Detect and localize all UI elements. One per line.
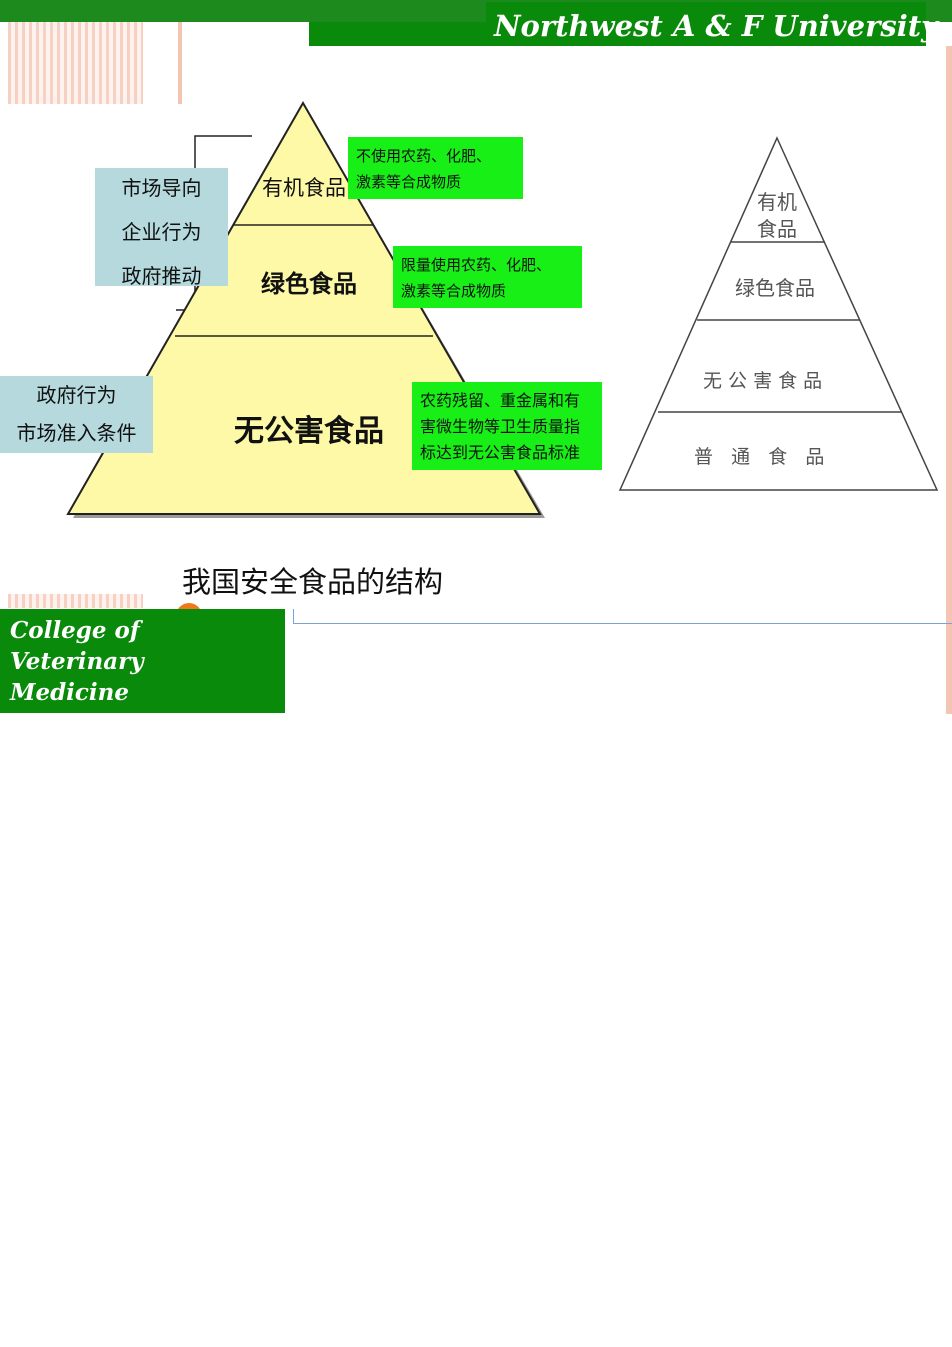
decorative-right-rule <box>946 46 952 714</box>
driver-market-access: 市场准入条件 <box>16 421 137 445</box>
tier-label-organic: 有机食品 <box>262 176 346 200</box>
footer-connector-line <box>293 623 952 624</box>
footer-connector-vertical <box>293 609 294 624</box>
driver-gov-action: 政府行为 <box>36 383 117 407</box>
tier-label-pollution-free: 无公害食品 <box>234 414 384 449</box>
driver-market: 市场导向 <box>121 176 202 200</box>
header-title-box <box>486 2 926 46</box>
right-tier-green: 绿色食品 <box>735 276 815 300</box>
note-organic: 不使用农药、化肥、 激素等合成物质 <box>348 137 523 199</box>
driver-government: 政府推动 <box>121 264 202 288</box>
right-tier-organic-1: 有机 <box>757 190 797 214</box>
college-name: College of Veterinary Medicine <box>10 617 144 706</box>
footer-box <box>0 609 285 713</box>
tier-label-green: 绿色食品 <box>261 269 357 298</box>
note-green: 限量使用农药、化肥、 激素等合成物质 <box>393 246 582 308</box>
diagram-caption: 我国安全食品的结构 <box>182 565 444 599</box>
driver-box-bottom: 政府行为 市场准入条件 <box>0 376 153 453</box>
decorative-stripes-bottom <box>8 594 143 608</box>
bracket-top <box>194 135 252 168</box>
right-pyramid <box>618 136 939 491</box>
decorative-stripes-top <box>8 22 143 104</box>
right-tier-ordinary: 普 通 食 品 <box>694 446 825 468</box>
driver-enterprise: 企业行为 <box>121 220 202 244</box>
decorative-bar-top <box>178 22 182 104</box>
university-title: Northwest A & F University <box>494 9 938 43</box>
right-tier-pollution-free: 无 公 害 食 品 <box>703 370 823 392</box>
right-tier-organic-2: 食品 <box>757 217 797 241</box>
driver-box-top: 市场导向 企业行为 政府推动 <box>95 168 228 288</box>
note-pollution-free: 农药残留、重金属和有 害微生物等卫生质量指 标达到无公害食品标准 <box>412 382 602 470</box>
